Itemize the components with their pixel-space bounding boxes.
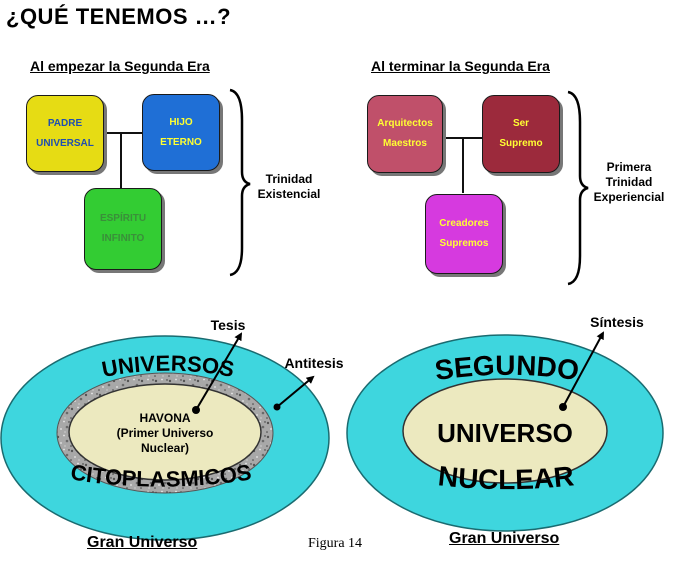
connector-vertical-left — [120, 133, 122, 188]
box-ser-line2: Supremo — [499, 138, 543, 149]
brace-left-line1: Trinidad — [265, 172, 313, 186]
havona-sub1: (Primer Universo — [117, 426, 214, 440]
curly-brace-left — [229, 88, 251, 277]
universo-center-text: UNIVERSO — [437, 418, 573, 448]
box-padre-line2: UNIVERSAL — [36, 137, 94, 149]
box-creadores-supremos: Creadores Supremos — [425, 194, 503, 274]
left-panel-heading: Al empezar la Segunda Era — [30, 58, 210, 74]
brace-right-line1: Primera — [606, 160, 652, 174]
nuclear-arc-text: NUCLEAR — [437, 460, 576, 495]
brace-label-left: Trinidad Existencial — [252, 172, 326, 202]
box-arquitectos-maestros: Arquitectos Maestros — [367, 95, 443, 173]
box-creadores-line1: Creadores — [439, 218, 489, 229]
box-espiritu-line1: ESPÍRITU — [99, 213, 147, 224]
antitesis-label: Antitesis — [284, 355, 343, 371]
nuclear-core-right — [402, 378, 608, 484]
brace-right-line2: Trinidad — [605, 175, 653, 189]
brace-label-right: Primera Trinidad Experiencial — [587, 160, 671, 205]
box-hijo-line2: ETERNO — [160, 136, 202, 148]
figure-caption: Figura 14 — [308, 536, 363, 551]
box-creadores-line2: Supremos — [439, 238, 489, 249]
box-arquitectos-line1: Arquitectos — [377, 118, 433, 129]
havona-label: HAVONA — [139, 411, 190, 425]
page-title: ¿QUÉ TENEMOS …? — [6, 4, 232, 29]
brace-right-line3: Experiencial — [593, 190, 665, 204]
sintesis-label: Síntesis — [590, 314, 644, 330]
box-padre-universal: PADRE UNIVERSAL — [26, 95, 104, 172]
box-espiritu-line2: INFINITO — [101, 233, 145, 244]
gran-universo-left-caption: Gran Universo — [87, 534, 198, 551]
havona-sub2: Nuclear) — [141, 441, 189, 455]
box-ser-line1: Ser — [512, 118, 530, 129]
connector-horizontal-left — [104, 132, 144, 134]
box-ser-supremo: Ser Supremo — [482, 95, 560, 173]
tesis-label: Tesis — [211, 317, 246, 333]
gran-universo-right-caption: Gran Universo — [449, 530, 560, 547]
havona-core-left — [68, 383, 262, 481]
box-espiritu-infinito: ESPÍRITU INFINITO — [84, 188, 162, 270]
box-hijo-line1: HIJO — [169, 116, 193, 128]
right-panel-heading: Al terminar la Segunda Era — [371, 58, 550, 74]
segundo-arc-text: SEGUNDO — [433, 350, 581, 386]
box-arquitectos-line2: Maestros — [383, 138, 427, 149]
curly-brace-right — [567, 90, 589, 286]
box-padre-line1: PADRE — [47, 117, 83, 129]
connector-vertical-right — [462, 138, 464, 193]
sintesis-arrow — [562, 331, 604, 408]
tesis-arrow — [195, 332, 243, 411]
box-hijo-eterno: HIJO ETERNO — [142, 94, 220, 171]
antitesis-arrow — [276, 375, 315, 408]
brace-left-line2: Existencial — [257, 187, 321, 201]
